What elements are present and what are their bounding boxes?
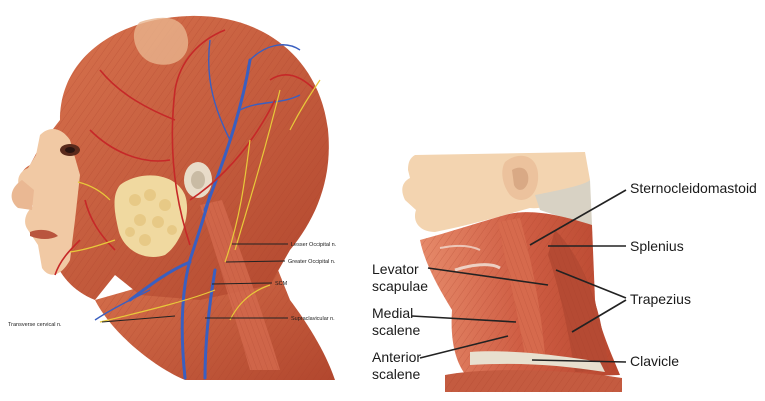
label-greater-occipital: Greater Occipital n.	[288, 259, 336, 265]
neck-muscles-illustration	[402, 152, 622, 392]
label-levator-line2: scapulae	[372, 278, 428, 294]
label-anterior-line2: scalene	[372, 366, 420, 382]
label-supraclavicular: Supraclavicular n.	[291, 316, 335, 322]
label-lesser-occipital: Lesser Occipital n.	[291, 242, 337, 248]
head-dissection-illustration	[11, 15, 335, 380]
label-medial-line1: Medial	[372, 305, 413, 321]
label-clavicle: Clavicle	[630, 353, 679, 369]
right-leader-lines	[411, 189, 627, 363]
label-sternocleidomastoid: Sternocleidomastoid	[630, 180, 757, 196]
label-trapezius: Trapezius	[630, 291, 691, 307]
label-splenius: Splenius	[630, 238, 684, 254]
label-anterior-line1: Anterior	[372, 349, 421, 365]
label-scm: SCM	[275, 281, 288, 287]
label-levator-line1: Levator	[372, 261, 419, 277]
label-medial-line2: scalene	[372, 322, 420, 338]
left-leader-lines	[101, 243, 288, 323]
label-transverse-cervical: Transverse cervical n.	[8, 322, 62, 328]
